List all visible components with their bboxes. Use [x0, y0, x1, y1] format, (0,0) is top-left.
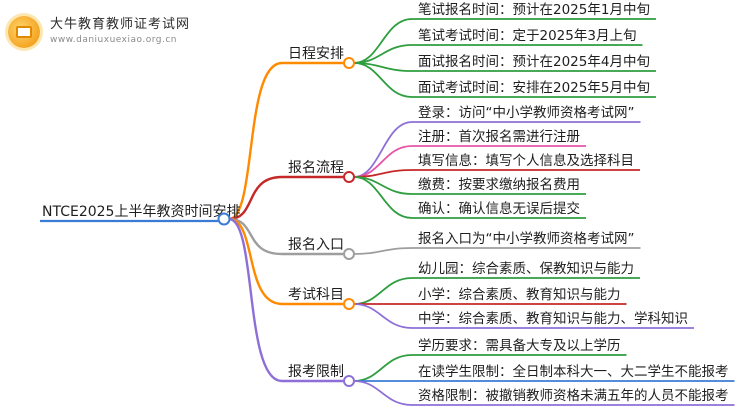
site-logo: 大牛教育教师证考试网 www.daniuxuexiao.org.cn: [8, 16, 190, 48]
leaf-label: 在读学生限制：全日制本科大一、大二学生不能报考: [418, 363, 729, 380]
leaf-label: 面试考试时间：安排在2025年5月中旬: [418, 80, 650, 96]
leaf-label: 资格限制：被撤销教师资格未满五年的人员不能报考: [418, 388, 729, 404]
leaf-label: 笔试考试时间：定于2025年3月上旬: [418, 28, 636, 44]
leaf-connector: [353, 176, 413, 219]
branch-connector: [228, 217, 283, 306]
leaf-connector: [353, 380, 413, 406]
leaf-label: 注册：首次报名需进行注册: [418, 129, 580, 145]
leaf-connector: [353, 145, 413, 178]
branch-label: 报名入口: [288, 237, 344, 253]
leaf-connector: [353, 18, 413, 64]
leaf-connector: [353, 354, 413, 382]
branch-toggle-icon[interactable]: [343, 171, 355, 183]
leaf-label: 登录：访问“中小学教师资格考试网”: [418, 105, 635, 121]
root-toggle-icon[interactable]: [217, 212, 231, 226]
branch-connector: [228, 175, 283, 221]
branch-label: 报名流程: [288, 160, 344, 176]
branch-label: 日程安排: [288, 46, 344, 62]
branch-toggle-icon[interactable]: [343, 248, 355, 260]
leaf-connector: [353, 169, 413, 178]
book-logo-icon: [8, 16, 40, 48]
branch-toggle-icon[interactable]: [343, 375, 355, 387]
branch-label: 考试科目: [288, 287, 344, 303]
leaf-label: 笔试报名时间：预计在2025年1月中旬: [418, 2, 650, 18]
leaf-label: 中学：综合素质、教育知识与能力、学科知识: [418, 310, 688, 327]
leaf-label: 面试报名时间：预计在2025年4月中旬: [418, 54, 650, 70]
root-label: NTCE2025上半年教资时间安排: [42, 204, 240, 220]
leaf-label: 确认：确认信息无误后提交: [418, 200, 580, 217]
branch-connector: [228, 217, 283, 383]
leaf-connector: [353, 62, 413, 98]
leaf-label: 报名入口为“中小学教师资格考试网”: [418, 231, 635, 247]
leaf-connector: [353, 277, 413, 305]
branch-label: 报考限制: [288, 364, 344, 380]
leaf-connector: [353, 121, 413, 178]
site-url: www.daniuxuexiao.org.cn: [50, 34, 177, 45]
leaf-label: 学历要求：需具备大专及以上学历: [418, 337, 621, 354]
branch-toggle-icon[interactable]: [343, 57, 355, 69]
site-name: 大牛教育教师证考试网: [50, 17, 191, 33]
leaf-label: 填写信息：填写个人信息及选择科目: [418, 152, 634, 169]
leaf-connector: [353, 303, 413, 329]
leaf-connector: [353, 247, 413, 255]
leaf-label: 小学：综合素质、教育知识与能力: [418, 286, 621, 303]
leaf-label: 幼儿园：综合素质、保教知识与能力: [418, 260, 634, 277]
branch-toggle-icon[interactable]: [343, 298, 355, 310]
branch-connector: [228, 61, 283, 221]
leaf-label: 缴费：按要求缴纳报名费用: [418, 177, 580, 193]
